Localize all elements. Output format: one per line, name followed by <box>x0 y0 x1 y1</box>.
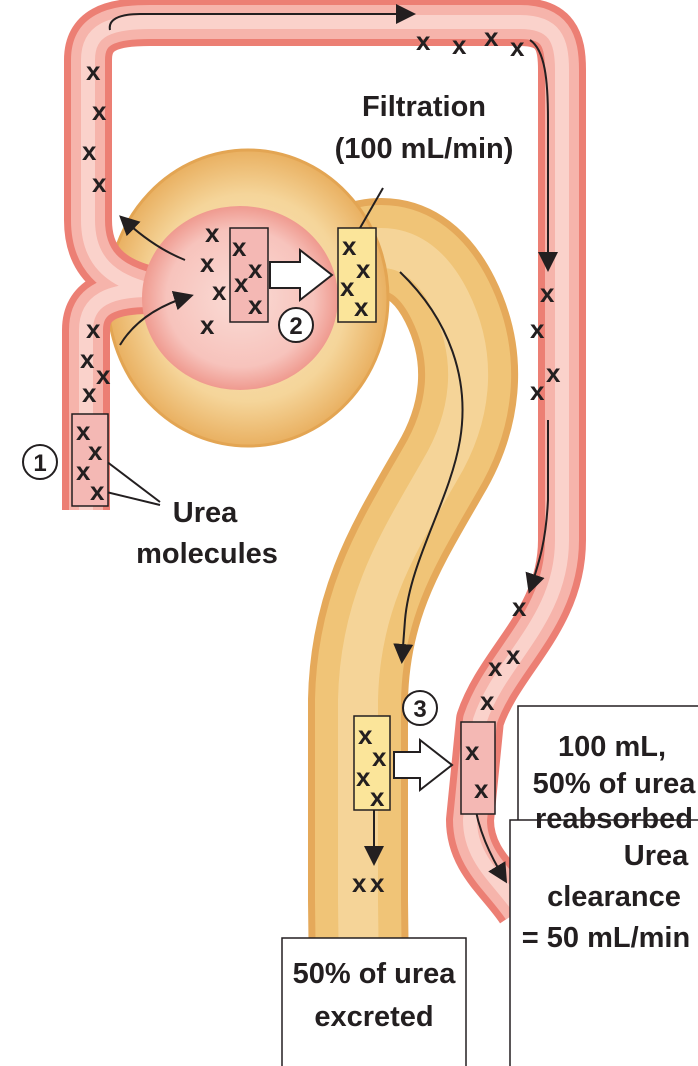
urea-mark: x <box>358 720 373 750</box>
clearance-label: clearance <box>547 881 681 913</box>
urea-mark: x <box>232 232 247 262</box>
urea-mark: x <box>356 254 371 284</box>
urea-mark: x <box>354 292 369 322</box>
filtration-rate-label: (100 mL/min) <box>335 133 514 165</box>
urea-mark: x <box>370 782 385 812</box>
step-2-number: 2 <box>289 313 302 340</box>
urea-mark: x <box>474 774 489 804</box>
urea-mark: x <box>86 314 101 344</box>
clearance-urea-label: Urea <box>624 840 689 872</box>
urea-mark: x <box>488 652 503 682</box>
urea-mark: x <box>465 736 480 766</box>
urea-mark: x <box>484 22 499 52</box>
urea-mark: x <box>356 762 371 792</box>
urea-mark: x <box>200 310 215 340</box>
urea-mark: x <box>540 278 555 308</box>
urea-mark: x <box>92 168 107 198</box>
urea-label: Urea <box>173 497 238 529</box>
urea-mark: x <box>248 254 263 284</box>
molecules-label: molecules <box>136 538 278 570</box>
urea-mark: x <box>80 344 95 374</box>
urea-mark: x <box>200 248 215 278</box>
urea-mark: x <box>506 640 521 670</box>
urea-mark: x <box>82 136 97 166</box>
clearance-rate-label: = 50 mL/min <box>522 922 690 954</box>
urea-mark: x <box>90 476 105 506</box>
urea-mark: x <box>370 868 385 898</box>
excreted-label: excreted <box>314 1001 433 1033</box>
reabsorbed-label: reabsorbed <box>535 803 693 835</box>
urea-mark: x <box>248 290 263 320</box>
urea-mark: x <box>512 592 527 622</box>
urea-mark: x <box>452 30 467 60</box>
urea-mark: x <box>340 272 355 302</box>
urea-mark: x <box>352 868 367 898</box>
urea-mark: x <box>510 32 525 62</box>
urea-mark: x <box>530 314 545 344</box>
urea-mark: x <box>96 360 111 390</box>
step-1-number: 1 <box>33 450 46 477</box>
urea-mark: x <box>92 96 107 126</box>
step-3-number: 3 <box>413 696 426 723</box>
urea-mark: x <box>530 376 545 406</box>
urea-mark: x <box>76 456 91 486</box>
urea-mark: x <box>372 742 387 772</box>
urea-mark: x <box>212 276 227 306</box>
filtration-label: Filtration <box>362 91 486 123</box>
reabsorbed-percent-label: 50% of urea <box>533 768 697 800</box>
urea-mark: x <box>546 358 561 388</box>
urea-mark: x <box>480 686 495 716</box>
reabsorbed-volume-label: 100 mL, <box>558 731 666 763</box>
urea-mark: x <box>82 378 97 408</box>
urea-mark: x <box>234 268 249 298</box>
urea-mark: x <box>86 56 101 86</box>
urea-mark: x <box>416 26 431 56</box>
excreted-percent-label: 50% of urea <box>293 958 457 990</box>
urea-mark: x <box>205 218 220 248</box>
urea-mark: x <box>342 231 357 261</box>
